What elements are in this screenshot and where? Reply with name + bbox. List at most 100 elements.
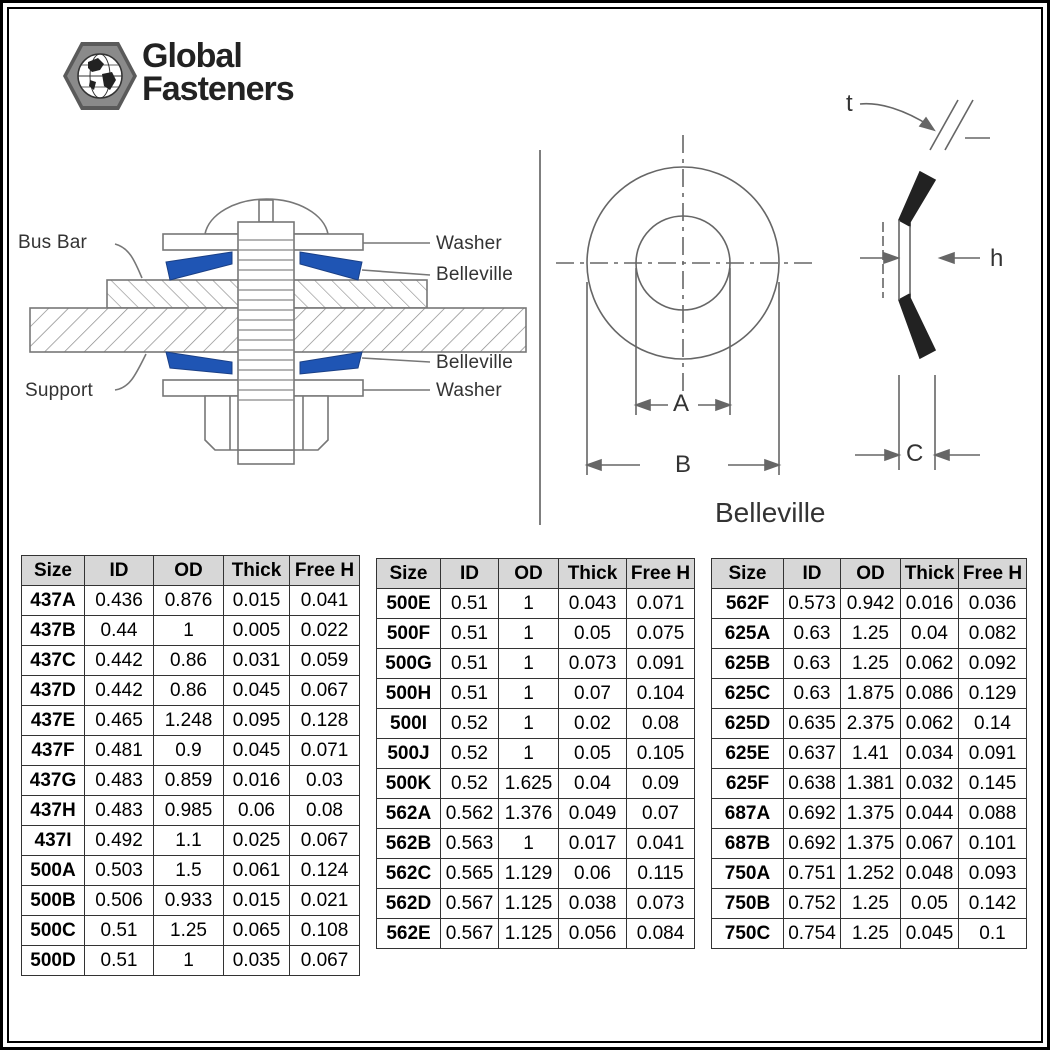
value-cell: 0.092	[958, 648, 1027, 679]
size-cell: 500B	[21, 885, 85, 916]
value-cell: 0.442	[84, 645, 154, 676]
size-cell: 500K	[376, 768, 441, 799]
value-cell: 0.031	[223, 645, 290, 676]
label-belleville-bottom: Belleville	[436, 352, 513, 373]
size-cell: 437D	[21, 675, 85, 706]
value-cell: 0.859	[153, 765, 224, 796]
dim-label-c: C	[906, 440, 924, 467]
value-cell: 0.035	[223, 945, 290, 976]
value-cell: 1.25	[153, 915, 224, 946]
value-cell: 1	[498, 618, 559, 649]
value-cell: 1	[153, 945, 224, 976]
value-cell: 0.1	[958, 918, 1027, 949]
value-cell: 0.86	[153, 645, 224, 676]
value-cell: 0.05	[558, 618, 627, 649]
value-cell: 0.041	[626, 828, 695, 859]
value-cell: 0.51	[440, 618, 499, 649]
size-cell: 687B	[711, 828, 784, 859]
value-cell: 0.51	[440, 588, 499, 619]
label-washer-bottom: Washer	[436, 380, 502, 401]
value-cell: 0.985	[153, 795, 224, 826]
value-cell: 0.565	[440, 858, 499, 889]
value-cell: 0.03	[289, 765, 360, 796]
value-cell: 1	[498, 678, 559, 709]
size-cell: 437G	[21, 765, 85, 796]
size-cell: 562B	[376, 828, 441, 859]
column-header: OD	[153, 555, 224, 586]
value-cell: 0.101	[958, 828, 1027, 859]
belleville-side-view	[855, 99, 990, 470]
value-cell: 1	[498, 738, 559, 769]
belleville-diagram	[29, 99, 990, 525]
value-cell: 0.086	[900, 678, 959, 709]
column-header: OD	[840, 558, 901, 589]
value-cell: 0.067	[289, 945, 360, 976]
column-header: ID	[783, 558, 841, 589]
value-cell: 0.038	[558, 888, 627, 919]
value-cell: 0.091	[958, 738, 1027, 769]
label-washer-top: Washer	[436, 233, 502, 254]
value-cell: 0.637	[783, 738, 841, 769]
value-cell: 0.05	[558, 738, 627, 769]
value-cell: 0.52	[440, 738, 499, 769]
value-cell: 0.07	[626, 798, 695, 829]
value-cell: 0.754	[783, 918, 841, 949]
size-cell: 500A	[21, 855, 85, 886]
value-cell: 1.1	[153, 825, 224, 856]
size-cell: 437F	[21, 735, 85, 766]
size-cell: 750B	[711, 888, 784, 919]
value-cell: 0.52	[440, 768, 499, 799]
value-cell: 0.062	[900, 708, 959, 739]
value-cell: 1.25	[840, 648, 901, 679]
value-cell: 0.563	[440, 828, 499, 859]
value-cell: 1	[498, 828, 559, 859]
value-cell: 0.52	[440, 708, 499, 739]
value-cell: 0.048	[900, 858, 959, 889]
value-cell: 0.082	[958, 618, 1027, 649]
value-cell: 0.63	[783, 678, 841, 709]
value-cell: 0.059	[289, 645, 360, 676]
value-cell: 1.25	[840, 918, 901, 949]
value-cell: 0.015	[223, 885, 290, 916]
value-cell: 0.032	[900, 768, 959, 799]
value-cell: 1.248	[153, 705, 224, 736]
value-cell: 0.073	[558, 648, 627, 679]
value-cell: 1.25	[840, 618, 901, 649]
inner-frame	[7, 7, 1043, 1043]
column-header: Size	[376, 558, 441, 589]
value-cell: 0.022	[289, 615, 360, 646]
column-header: OD	[498, 558, 559, 589]
value-cell: 0.005	[223, 615, 290, 646]
size-cell: 437C	[21, 645, 85, 676]
value-cell: 0.128	[289, 705, 360, 736]
value-cell: 1	[498, 588, 559, 619]
value-cell: 0.442	[84, 675, 154, 706]
value-cell: 0.51	[84, 945, 154, 976]
value-cell: 1.625	[498, 768, 559, 799]
size-cell: 625B	[711, 648, 784, 679]
value-cell: 0.465	[84, 705, 154, 736]
value-cell: 1	[153, 615, 224, 646]
label-support: Support	[25, 380, 93, 401]
value-cell: 0.51	[440, 678, 499, 709]
value-cell: 0.088	[958, 798, 1027, 829]
logo-wordmark: Global Fasteners	[142, 39, 295, 106]
size-cell: 500C	[21, 915, 85, 946]
value-cell: 0.483	[84, 795, 154, 826]
value-cell: 1.125	[498, 918, 559, 949]
value-cell: 0.056	[558, 918, 627, 949]
value-cell: 2.375	[840, 708, 901, 739]
